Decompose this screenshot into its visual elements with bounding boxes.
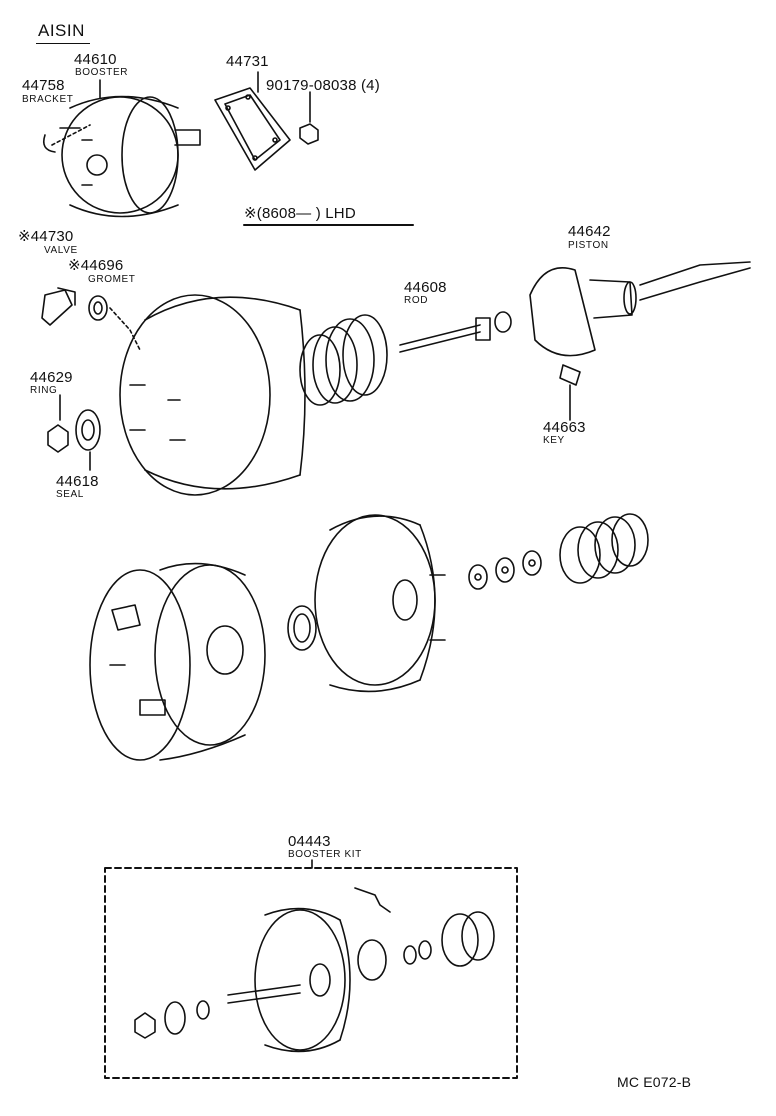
footer-code: MC E072-B [617,1074,692,1090]
front-shell-drawing [120,295,305,495]
lhd-note: ※(8608— ) LHD [244,205,356,222]
rod-drawing [400,312,511,352]
part-name-booster-kit: BOOSTER KIT [288,849,362,860]
part-number-gasket: 44731 [226,53,269,70]
part-number-valve: ※44730 [18,228,74,245]
part-number-nut: 90179-08038 (4) [266,77,380,94]
part-number-piston: 44642 [568,223,611,240]
bellows-boot-drawing [560,514,648,583]
part-name-booster: BOOSTER [75,67,129,78]
part-number-bracket: 44758 [22,77,65,94]
booster-kit-drawing [135,888,494,1051]
part-number-seal: 44618 [56,473,99,490]
diaphragm-plate-drawing [315,515,445,691]
part-name-key: KEY [543,435,565,446]
nut-drawing [300,124,318,144]
part-name-bracket: BRACKET [22,94,74,105]
seal-ring-drawing [288,606,316,650]
part-number-booster-kit: 04443 [288,833,331,850]
washers-drawing [469,551,541,589]
part-number-ring: 44629 [30,369,73,386]
part-name-rod: ROD [404,295,429,306]
return-spring-drawing [300,315,387,405]
gromet-drawing [89,296,107,320]
seal-drawing [76,410,100,450]
part-name-piston: PISTON [568,240,609,251]
gasket-drawing [215,88,290,170]
booster-assembly-drawing [44,97,200,217]
rear-shell-drawing [90,564,265,760]
brand-underline [36,43,90,44]
key-drawing [560,365,580,385]
brand-label: AISIN [38,21,85,40]
part-name-ring: RING [30,385,58,396]
part-name-valve: VALVE [44,245,78,256]
valve-drawing [42,288,75,325]
part-number-key: 44663 [543,419,586,436]
ring-drawing [48,425,68,452]
part-name-gromet: GROMET [88,274,136,285]
part-number-rod: 44608 [404,279,447,296]
piston-drawing [530,262,750,356]
part-name-seal: SEAL [56,489,84,500]
part-number-gromet: ※44696 [68,257,124,274]
part-number-booster: 44610 [74,51,117,68]
